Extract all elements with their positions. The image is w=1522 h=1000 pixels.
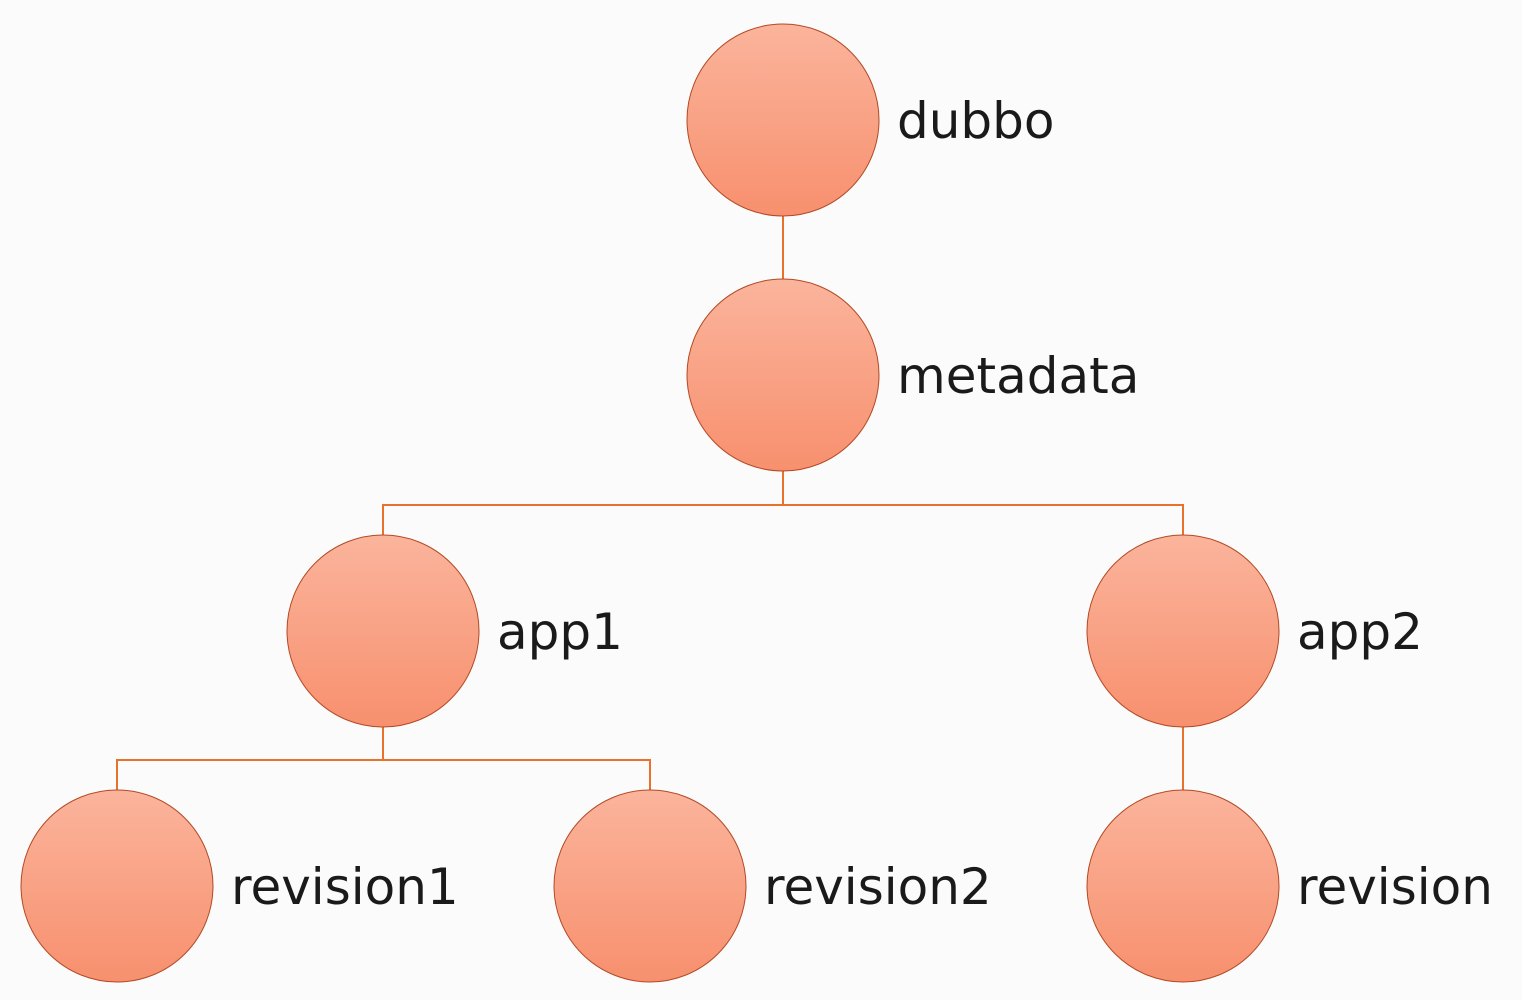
node-circle <box>20 789 214 983</box>
node-revision2: revision2 <box>553 789 992 983</box>
node-label-revision1: revision1 <box>231 858 459 916</box>
node-dubbo: dubbo <box>686 23 1055 217</box>
connector-lines <box>116 216 1184 790</box>
node-label-revision: revision <box>1297 858 1493 916</box>
node-revision1: revision1 <box>20 789 459 983</box>
node-label-metadata: metadata <box>897 347 1139 405</box>
node-app2: app2 <box>1086 534 1423 728</box>
node-metadata: metadata <box>686 278 1139 472</box>
edge-app1-revision1 <box>116 726 384 790</box>
node-circle <box>286 534 480 728</box>
node-label-app1: app1 <box>497 603 623 661</box>
node-app1: app1 <box>286 534 623 728</box>
node-label-revision2: revision2 <box>764 858 992 916</box>
edge-metadata-app1 <box>382 470 784 535</box>
node-circle <box>553 789 747 983</box>
node-circle <box>686 23 880 217</box>
node-circle <box>1086 789 1280 983</box>
node-label-app2: app2 <box>1297 603 1423 661</box>
node-label-dubbo: dubbo <box>897 92 1055 150</box>
node-circle <box>686 278 880 472</box>
edge-app1-revision2 <box>383 759 651 790</box>
node-revision: revision <box>1086 789 1493 983</box>
edge-metadata-app2 <box>783 504 1184 535</box>
node-circle <box>1086 534 1280 728</box>
